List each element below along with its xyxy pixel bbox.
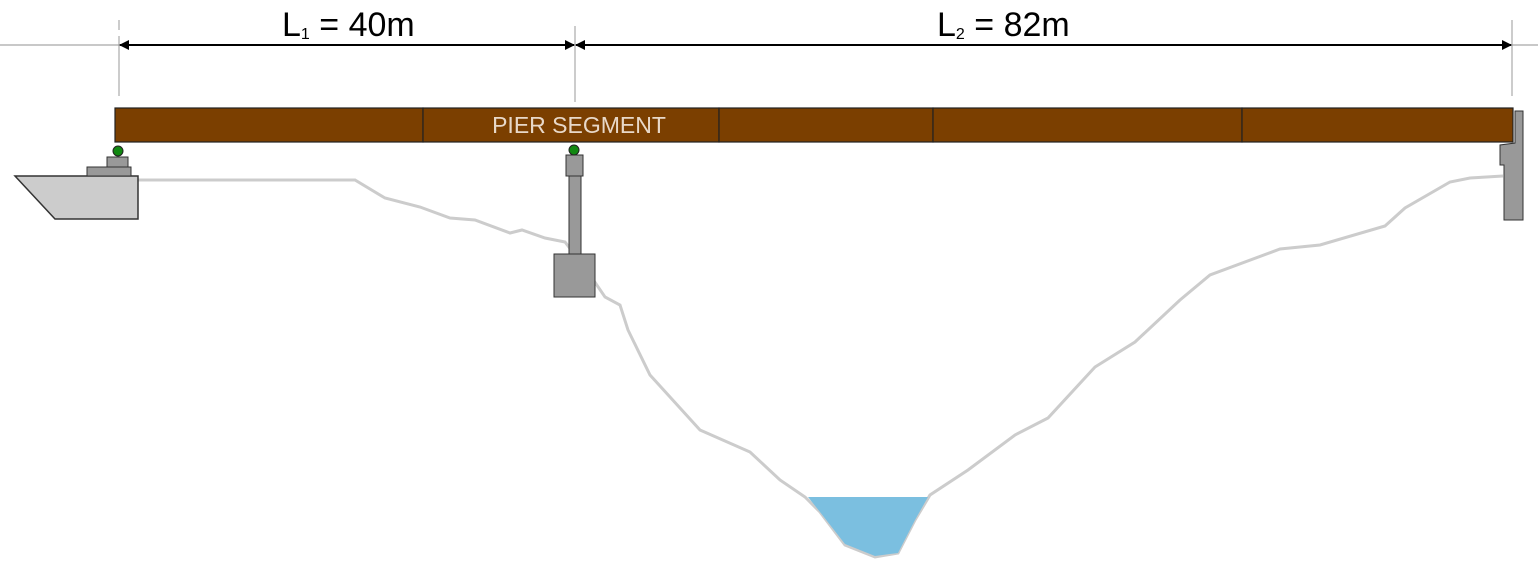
deck-segment bbox=[718, 107, 934, 143]
pier-segment-label: PIER SEGMENT bbox=[492, 112, 666, 138]
vessel-bearing-block bbox=[106, 156, 129, 168]
river-water bbox=[808, 497, 928, 556]
span1-label: L1 = 40m bbox=[282, 6, 415, 44]
bearing-icon-pier bbox=[568, 144, 580, 156]
bridge-deck bbox=[114, 107, 1514, 143]
pier-footing bbox=[553, 253, 596, 298]
pier-cap bbox=[565, 154, 584, 177]
deck-segment bbox=[1241, 107, 1514, 143]
abutment bbox=[1499, 110, 1524, 221]
terrain-profile bbox=[138, 174, 1504, 559]
vessel-platform bbox=[86, 166, 132, 177]
bearing-icon-vessel bbox=[112, 145, 124, 157]
pier-column bbox=[568, 175, 582, 255]
span2-label: L2 = 82m bbox=[937, 6, 1070, 44]
launch-vessel-icon bbox=[13, 175, 139, 220]
deck-segment bbox=[114, 107, 424, 143]
deck-segment bbox=[932, 107, 1243, 143]
